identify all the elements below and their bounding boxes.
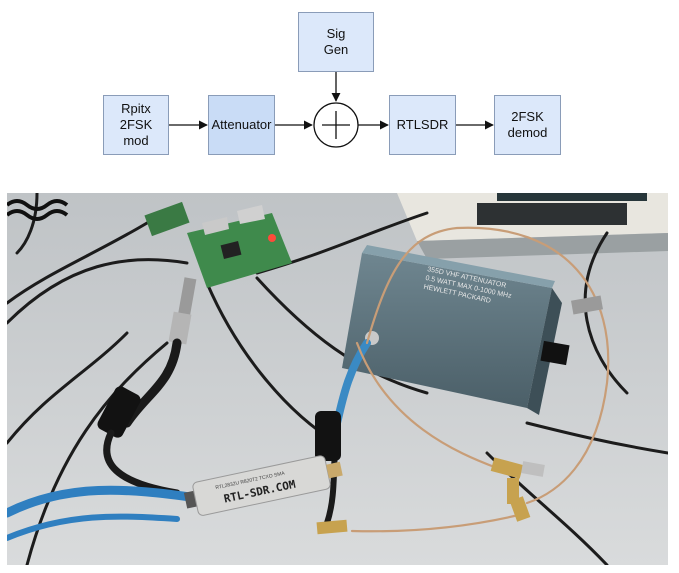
sma-tee-connector xyxy=(490,457,545,522)
right-connector xyxy=(571,295,603,315)
attenuator-block: Attenuator xyxy=(208,95,275,155)
block-diagram: Rpitx 2FSK mod Attenuator Sig Gen RTLSDR… xyxy=(0,0,679,190)
diagram-connections xyxy=(169,72,494,148)
coiled-cable xyxy=(7,199,69,221)
summing-junction xyxy=(313,102,359,148)
rtlsdr-block: RTLSDR xyxy=(389,95,456,155)
hardware-setup-illustration: 355D VHF ATTENUATOR0.5 WATT MAX 0-1000 M… xyxy=(7,193,668,565)
rpitx-2fsk-mod-block: Rpitx 2FSK mod xyxy=(103,95,169,155)
hardware-setup-photo: 355D VHF ATTENUATOR0.5 WATT MAX 0-1000 M… xyxy=(7,193,668,565)
rtl-sdr-dongle: RTL2832U R820T2 TCXO SMA RTL-SDR.COM xyxy=(183,455,343,516)
thin-coax-cable xyxy=(350,226,610,533)
ferrite-choke-right xyxy=(315,411,341,461)
2fsk-demod-block: 2FSK demod xyxy=(494,95,561,155)
oscilloscope xyxy=(397,193,668,259)
raspberry-pi-board xyxy=(144,201,292,288)
blue-usb-cable xyxy=(7,485,202,518)
sig-gen-block: Sig Gen xyxy=(298,12,374,72)
dongle-sma-connector xyxy=(316,519,348,535)
hp-attenuator-box: 355D VHF ATTENUATOR0.5 WATT MAX 0-1000 M… xyxy=(342,245,570,415)
ferrite-choke-left xyxy=(97,386,141,438)
bench-surface xyxy=(7,193,668,565)
